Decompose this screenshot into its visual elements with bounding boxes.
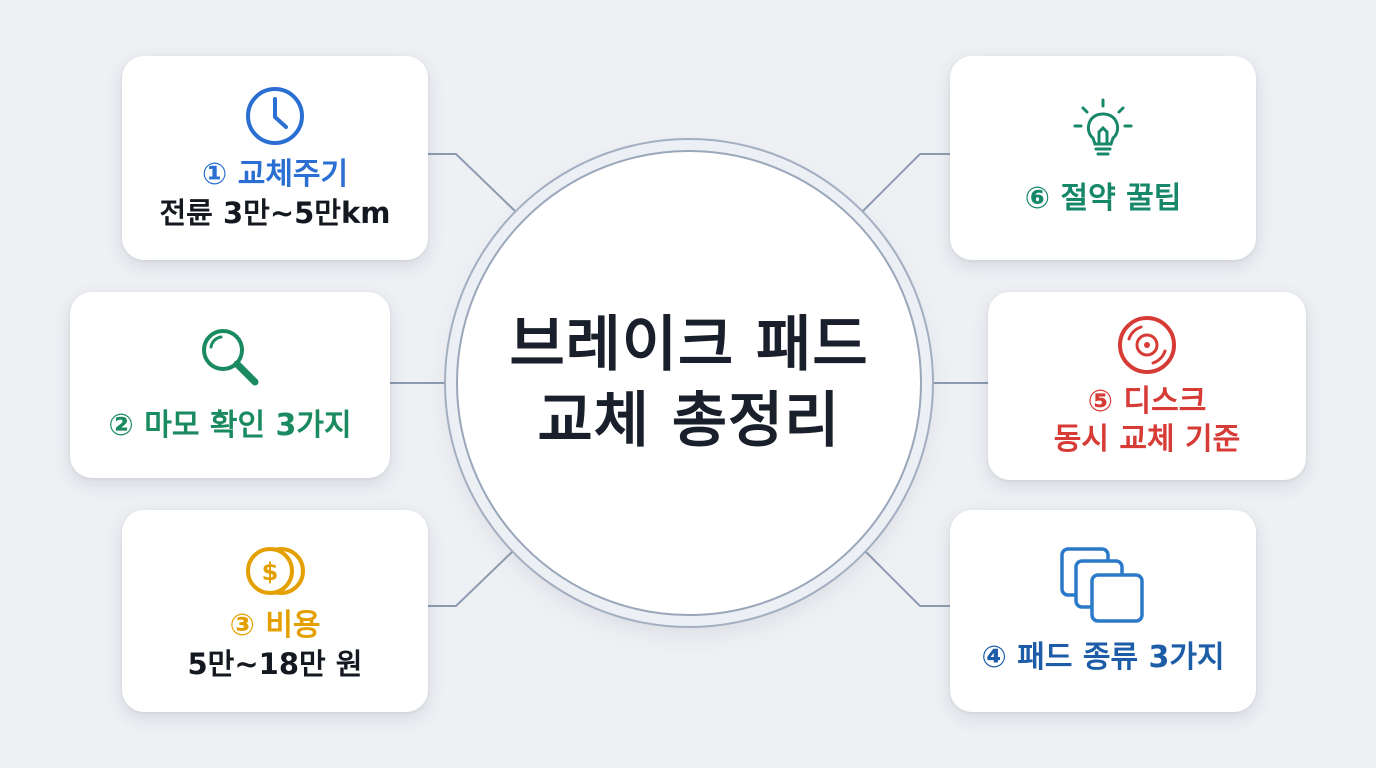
- center-title-line2: 교체 총정리: [537, 386, 841, 456]
- card-disc-title1: ⑤ 디스크: [1087, 384, 1207, 419]
- connector-cost: [428, 551, 513, 607]
- card-saving-tips-title: ⑥ 절약 꿀팁: [1024, 181, 1182, 216]
- connector-types: [865, 551, 950, 607]
- magnifier-icon: [202, 329, 259, 386]
- card-cost: $ ③ 비용 5만~18만 원: [122, 510, 428, 712]
- card-replacement-cycle-title: ① 교체주기: [201, 157, 349, 192]
- card-wear-check: ② 마모 확인 3가지: [70, 292, 390, 478]
- coins-icon: $: [246, 547, 305, 595]
- card-disc-replacement: ⑤ 디스크 동시 교체 기준: [988, 292, 1306, 480]
- clock-icon: [246, 87, 304, 145]
- card-replacement-cycle-sub: 전륜 3만~5만km: [159, 196, 391, 230]
- card-replacement-cycle: ① 교체주기 전륜 3만~5만km: [122, 56, 428, 260]
- center-title-line1: 브레이크 패드: [509, 310, 869, 380]
- card-pad-types: ④ 패드 종류 3가지: [950, 510, 1256, 712]
- connector-tips: [861, 153, 950, 213]
- lightbulb-icon: [1073, 98, 1133, 156]
- center-title-circle: 브레이크 패드 교체 총정리: [456, 150, 922, 616]
- card-wear-check-title: ② 마모 확인 3가지: [108, 408, 352, 443]
- card-cost-title: ③ 비용: [229, 608, 321, 643]
- card-cost-sub: 5만~18만 원: [187, 647, 363, 681]
- svg-text:$: $: [262, 558, 279, 586]
- card-pad-types-title: ④ 패드 종류 3가지: [981, 640, 1225, 675]
- card-disc-title2: 동시 교체 기준: [1053, 422, 1241, 457]
- stacked-squares-icon: [1060, 547, 1144, 623]
- card-saving-tips: ⑥ 절약 꿀팁: [950, 56, 1256, 260]
- connector-cycle: [428, 153, 517, 213]
- disc-icon: [1118, 316, 1176, 374]
